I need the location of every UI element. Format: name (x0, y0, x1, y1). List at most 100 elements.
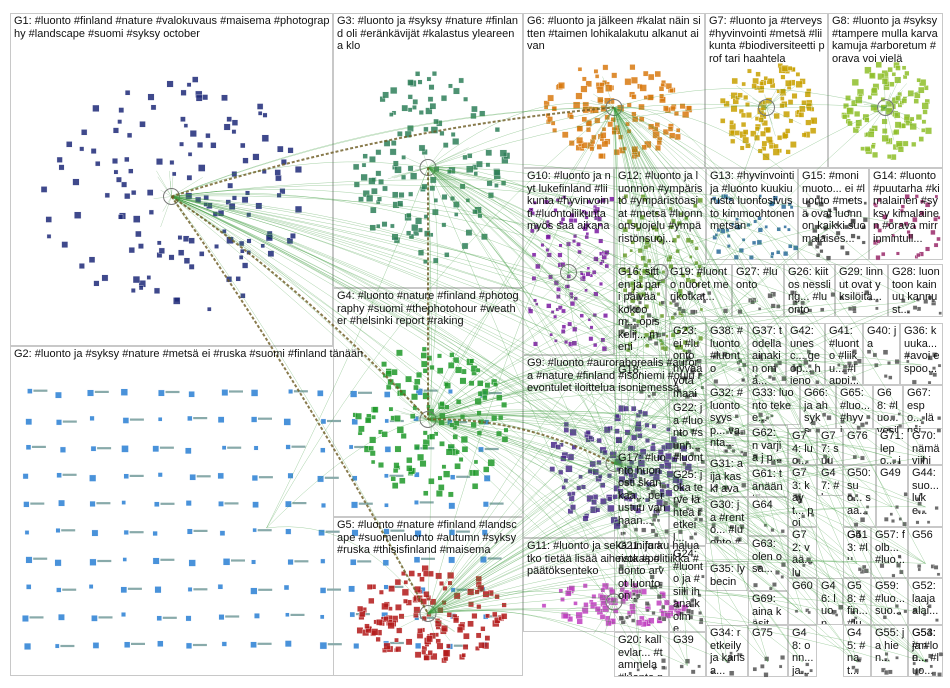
node-g9 (618, 492, 625, 499)
node-g12 (674, 344, 681, 350)
node-g77 (822, 454, 828, 459)
node-g21 (658, 583, 663, 587)
node-g3 (453, 201, 460, 208)
node-g11 (567, 616, 574, 623)
node-g2 (319, 587, 327, 594)
node-g3 (486, 180, 493, 187)
node-g16 (653, 341, 659, 346)
node-g73 (796, 495, 802, 501)
node-g30 (736, 536, 742, 542)
node-g8 (845, 95, 851, 101)
node-g25 (673, 502, 679, 509)
node-g9 (666, 427, 671, 432)
node-g1 (139, 121, 146, 128)
node-g7 (773, 143, 779, 150)
node-g25 (678, 529, 684, 535)
node-g17 (650, 522, 655, 527)
node-g4 (439, 412, 446, 420)
node-g9 (571, 444, 577, 450)
node-g54 (938, 652, 944, 657)
node-g4 (458, 457, 464, 462)
node-g6 (673, 110, 679, 117)
node-label-bar (61, 529, 76, 532)
node-g6 (580, 85, 588, 93)
node-g10 (579, 313, 584, 318)
node-g14 (920, 199, 925, 204)
node-g9 (637, 409, 643, 415)
node-g5 (357, 605, 364, 612)
node-g6 (669, 88, 675, 94)
node-g26 (808, 308, 813, 313)
node-g3 (466, 165, 474, 173)
node-g2 (222, 558, 231, 566)
node-g16 (632, 324, 637, 330)
node-g5 (461, 652, 467, 658)
node-g2 (92, 642, 100, 649)
node-g13 (757, 227, 763, 233)
node-g13 (783, 251, 789, 257)
node-g49 (902, 521, 908, 527)
node-g39 (697, 664, 701, 669)
node-g2 (221, 445, 227, 451)
node-g12 (668, 206, 673, 211)
node-g3 (458, 77, 465, 84)
node-g4 (381, 431, 388, 438)
node-g2 (348, 444, 354, 450)
node-g34 (710, 670, 715, 675)
node-g3 (392, 191, 399, 199)
node-g2 (59, 446, 66, 453)
node-g8 (885, 107, 893, 115)
node-g37 (754, 374, 758, 378)
node-g8 (894, 112, 901, 119)
node-g12 (682, 339, 688, 346)
node-g3 (407, 124, 414, 132)
node-g10 (531, 252, 537, 258)
node-g14 (933, 242, 939, 248)
node-g2 (123, 473, 129, 479)
node-g7 (801, 100, 807, 106)
node-g4 (369, 450, 376, 457)
node-g4 (417, 453, 425, 461)
node-g6 (575, 92, 583, 100)
node-g15 (833, 206, 838, 211)
node-g7 (730, 105, 738, 113)
node-g5 (453, 617, 460, 624)
node-label-bar (290, 613, 305, 616)
node-g36 (932, 366, 936, 371)
node-g3 (375, 149, 382, 156)
node-g2 (285, 612, 290, 617)
node-g4 (371, 414, 376, 420)
node-g3 (452, 137, 460, 145)
node-g54 (929, 664, 934, 669)
node-g56 (917, 564, 922, 569)
node-g2 (252, 527, 257, 533)
node-g12 (642, 197, 647, 202)
node-g2 (319, 614, 325, 620)
node-g22 (674, 443, 680, 449)
node-g22 (685, 440, 690, 445)
node-g16 (638, 300, 642, 305)
node-g39 (684, 658, 691, 664)
node-g1 (195, 196, 202, 203)
node-g9 (666, 470, 674, 478)
node-g3 (360, 173, 368, 181)
group-box-g72: G72: vää... luo... (788, 527, 817, 578)
node-g5 (403, 598, 408, 604)
node-g4 (474, 397, 482, 406)
node-g1 (235, 276, 241, 282)
node-g19 (722, 308, 729, 314)
group-label-g49: G49 (880, 467, 901, 479)
node-g9 (665, 489, 673, 497)
node-g6 (631, 145, 639, 153)
node-g38 (722, 351, 728, 357)
node-g15 (861, 240, 866, 245)
node-g32 (726, 444, 732, 450)
node-g3 (369, 224, 376, 231)
node-g12 (640, 314, 645, 320)
node-g27 (770, 303, 776, 309)
group-label-g38: G38: #luonto #luonto (710, 325, 744, 375)
node-g4 (438, 484, 445, 491)
node-g7 (787, 65, 793, 71)
node-g5 (401, 588, 410, 596)
node-g9 (576, 485, 582, 491)
